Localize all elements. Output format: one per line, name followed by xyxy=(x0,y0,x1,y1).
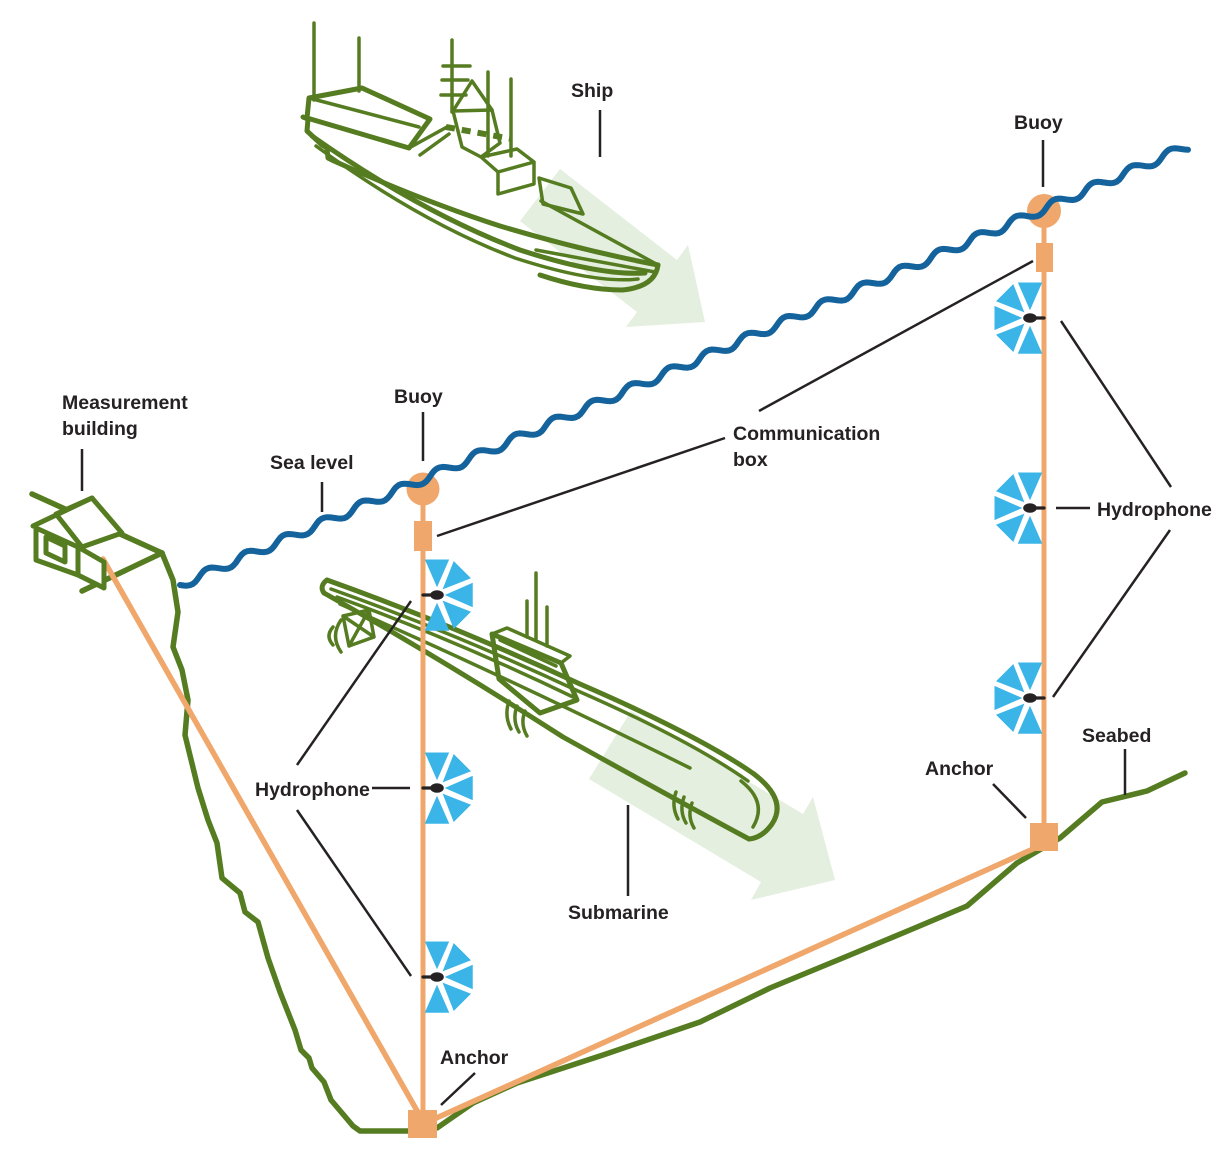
submarine-propeller xyxy=(327,618,343,654)
ship-bow-structure xyxy=(537,176,585,216)
submarine-stern-tip xyxy=(319,577,330,596)
labels: Ship Buoy Buoy Measurement building Sea … xyxy=(62,80,1212,1069)
sea-surface-wave xyxy=(177,145,1191,589)
ship-bow-curve xyxy=(537,262,661,293)
anchor-left-pointer xyxy=(440,1072,476,1106)
ship-bridge xyxy=(451,108,502,159)
ship-hull-bottom-line xyxy=(314,144,640,282)
cliff-line xyxy=(159,550,411,1134)
communication-box-pointer-left xyxy=(436,436,726,538)
submarine-hull-hatching xyxy=(505,699,529,738)
anchor-left-label: Anchor xyxy=(440,1047,509,1069)
communication-box-pointer-right xyxy=(758,259,1034,413)
ship-deckhouse-edge xyxy=(307,96,421,129)
submarine-sail-rail xyxy=(490,626,572,668)
ship-mast xyxy=(439,38,472,114)
measurement-building-label-line2: building xyxy=(62,418,138,440)
hydrophone-icon-left-3 xyxy=(423,952,462,1002)
hydrophone-icon-right-3 xyxy=(1005,673,1044,723)
ship-deck-step xyxy=(407,125,451,157)
ship-bow-deck-lines xyxy=(534,199,660,274)
hydrophone-right-pointer-bottom xyxy=(1051,529,1172,698)
seabed-label: Seabed xyxy=(1082,725,1151,747)
submarine-rudder xyxy=(341,608,376,648)
sea-level-label: Sea level xyxy=(270,452,353,474)
hydrophone-left-pointer-bottom xyxy=(295,809,413,977)
buoy-icon-left xyxy=(406,472,440,506)
submarine-label: Submarine xyxy=(568,902,669,924)
measurement-building-label-line1: Measurement xyxy=(62,392,188,414)
hydrophone-icon-right-1 xyxy=(1005,293,1044,343)
hydrophone-icon-left-1 xyxy=(423,570,462,620)
submarine-hull-top xyxy=(324,577,757,777)
anchor-right-label: Anchor xyxy=(925,758,994,780)
submarine-periscopes xyxy=(525,571,549,648)
submarine-hull-hatching xyxy=(672,790,696,830)
ship-motion-arrow xyxy=(520,169,705,327)
label-pointers xyxy=(80,110,1173,1106)
cable-left-anchor-to-right-anchor xyxy=(429,846,1036,1123)
anchor-icon-left xyxy=(408,1110,437,1138)
ship-aft-deckhouse xyxy=(304,85,433,151)
submarine-deck-line xyxy=(335,595,575,699)
submarine-motion-arrow xyxy=(589,711,835,900)
communication-box-icon-right xyxy=(1036,243,1053,272)
submarine-bow-curve xyxy=(746,771,780,842)
ship-dashed-stay xyxy=(445,124,513,142)
ship-hull-lower-line xyxy=(309,133,648,276)
building-roof-edge xyxy=(30,495,95,529)
building-side-wall xyxy=(75,544,107,591)
buoy-right-label: Buoy xyxy=(1014,112,1063,134)
hydrophone-left-label: Hydrophone xyxy=(255,779,370,801)
ship-illustration xyxy=(300,21,661,293)
seabed-line xyxy=(434,770,1188,1131)
hydrophone-right-label: Hydrophone xyxy=(1097,499,1212,521)
communication-box-label-line2: box xyxy=(733,449,768,471)
communication-box-icon-left xyxy=(414,521,432,551)
ship-forward-deckhouse xyxy=(479,147,536,196)
hydrophone-left-pointer-top xyxy=(295,600,413,766)
building-window xyxy=(43,534,68,565)
anchor-right-pointer xyxy=(992,783,1027,819)
submarine-bow-inner xyxy=(739,779,761,829)
measurement-building-illustration xyxy=(30,495,125,591)
communication-box-label-line1: Communication xyxy=(733,423,880,445)
hydrophone-icon-left-2 xyxy=(423,763,462,813)
buoy-left-label: Buoy xyxy=(394,386,443,408)
anchor-icon-right xyxy=(1030,823,1058,851)
submarine-waterline xyxy=(338,602,692,770)
submarine-illustration xyxy=(319,571,780,842)
ship-label: Ship xyxy=(571,80,613,102)
submarine-sail xyxy=(489,631,580,716)
hydrophone-icon-right-2 xyxy=(1005,483,1044,533)
cable-building-to-left-anchor xyxy=(100,556,423,1119)
terrain xyxy=(29,491,1188,1134)
hydrophone-right-pointer-top xyxy=(1059,320,1173,488)
ship-bridge-roof xyxy=(451,79,494,113)
submarine-hull-bottom xyxy=(321,590,752,842)
